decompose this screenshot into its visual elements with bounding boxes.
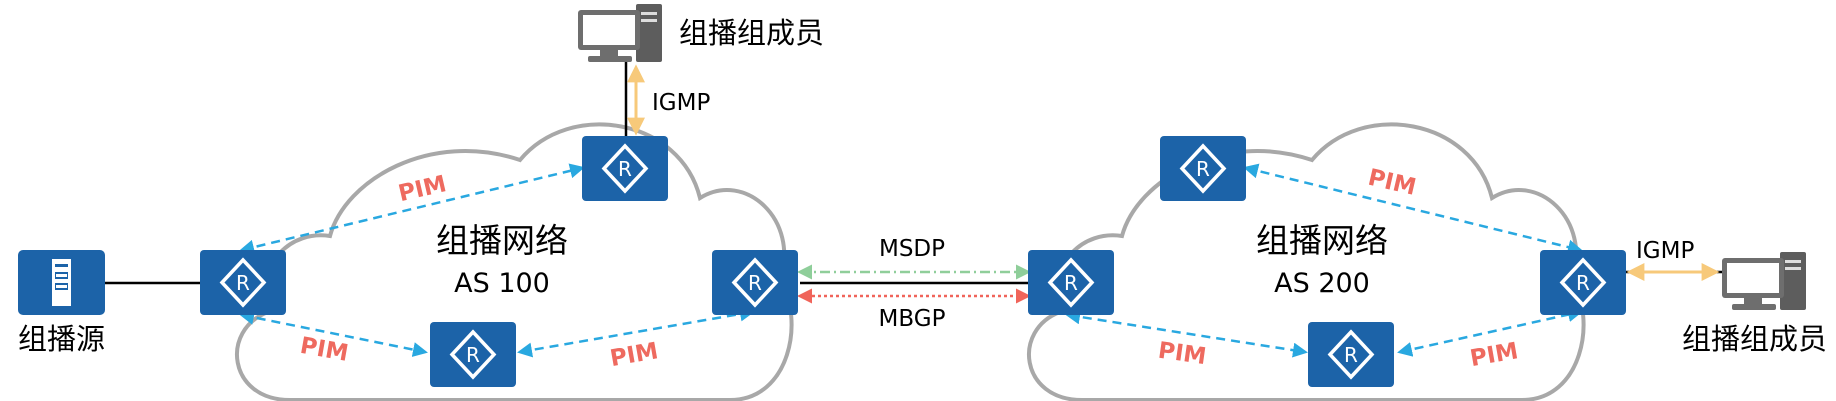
pim-label-l1: PIM — [396, 171, 449, 207]
pc-icon — [1722, 252, 1806, 310]
server-icon — [18, 250, 105, 315]
svg-text:R: R — [618, 157, 632, 181]
igmp-label-right: IGMP — [1636, 238, 1694, 264]
as-label-right: AS 200 — [1274, 268, 1370, 299]
member-label-right: 组播组成员 — [1682, 322, 1827, 356]
pim-arrow-r3 — [1397, 307, 1583, 357]
svg-text:R: R — [1064, 271, 1078, 295]
network-label-right: 组播网络 — [1256, 221, 1388, 260]
svg-text:R: R — [466, 343, 480, 367]
pim-label-l3: PIM — [608, 338, 660, 372]
router-icon: R — [1308, 322, 1394, 387]
svg-text:R: R — [1196, 157, 1210, 181]
router-icon: R — [200, 250, 286, 315]
network-label-left: 组播网络 — [436, 221, 568, 260]
router-icon: R — [1540, 250, 1626, 315]
pim-arrow-l3 — [517, 306, 755, 358]
igmp-label-top: IGMP — [652, 90, 710, 116]
as-label-left: AS 100 — [454, 268, 550, 299]
svg-text:R: R — [1576, 271, 1590, 295]
pim-label-r1: PIM — [1365, 165, 1418, 201]
router-icon: R — [582, 136, 668, 201]
pim-arrow-r2 — [1065, 309, 1308, 358]
pim-label-r2: PIM — [1156, 338, 1207, 370]
router-icon: R — [1160, 136, 1246, 201]
pc-icon — [578, 4, 662, 62]
mbgp-label: MBGP — [879, 306, 946, 332]
pim-arrow-r1 — [1243, 163, 1583, 255]
svg-text:R: R — [236, 271, 250, 295]
pim-arrow-l1 — [239, 163, 585, 255]
pim-label-l2: PIM — [298, 333, 350, 367]
member-label-top: 组播组成员 — [679, 16, 824, 50]
pim-arrow-l2 — [239, 310, 428, 357]
pim-label-r3: PIM — [1468, 338, 1520, 372]
router-icon: R — [712, 250, 798, 315]
router-icon: R — [430, 322, 516, 387]
svg-text:R: R — [748, 271, 762, 295]
svg-text:R: R — [1344, 343, 1358, 367]
msdp-label: MSDP — [879, 236, 945, 262]
source-label: 组播源 — [18, 322, 105, 356]
router-icon: R — [1028, 250, 1114, 315]
